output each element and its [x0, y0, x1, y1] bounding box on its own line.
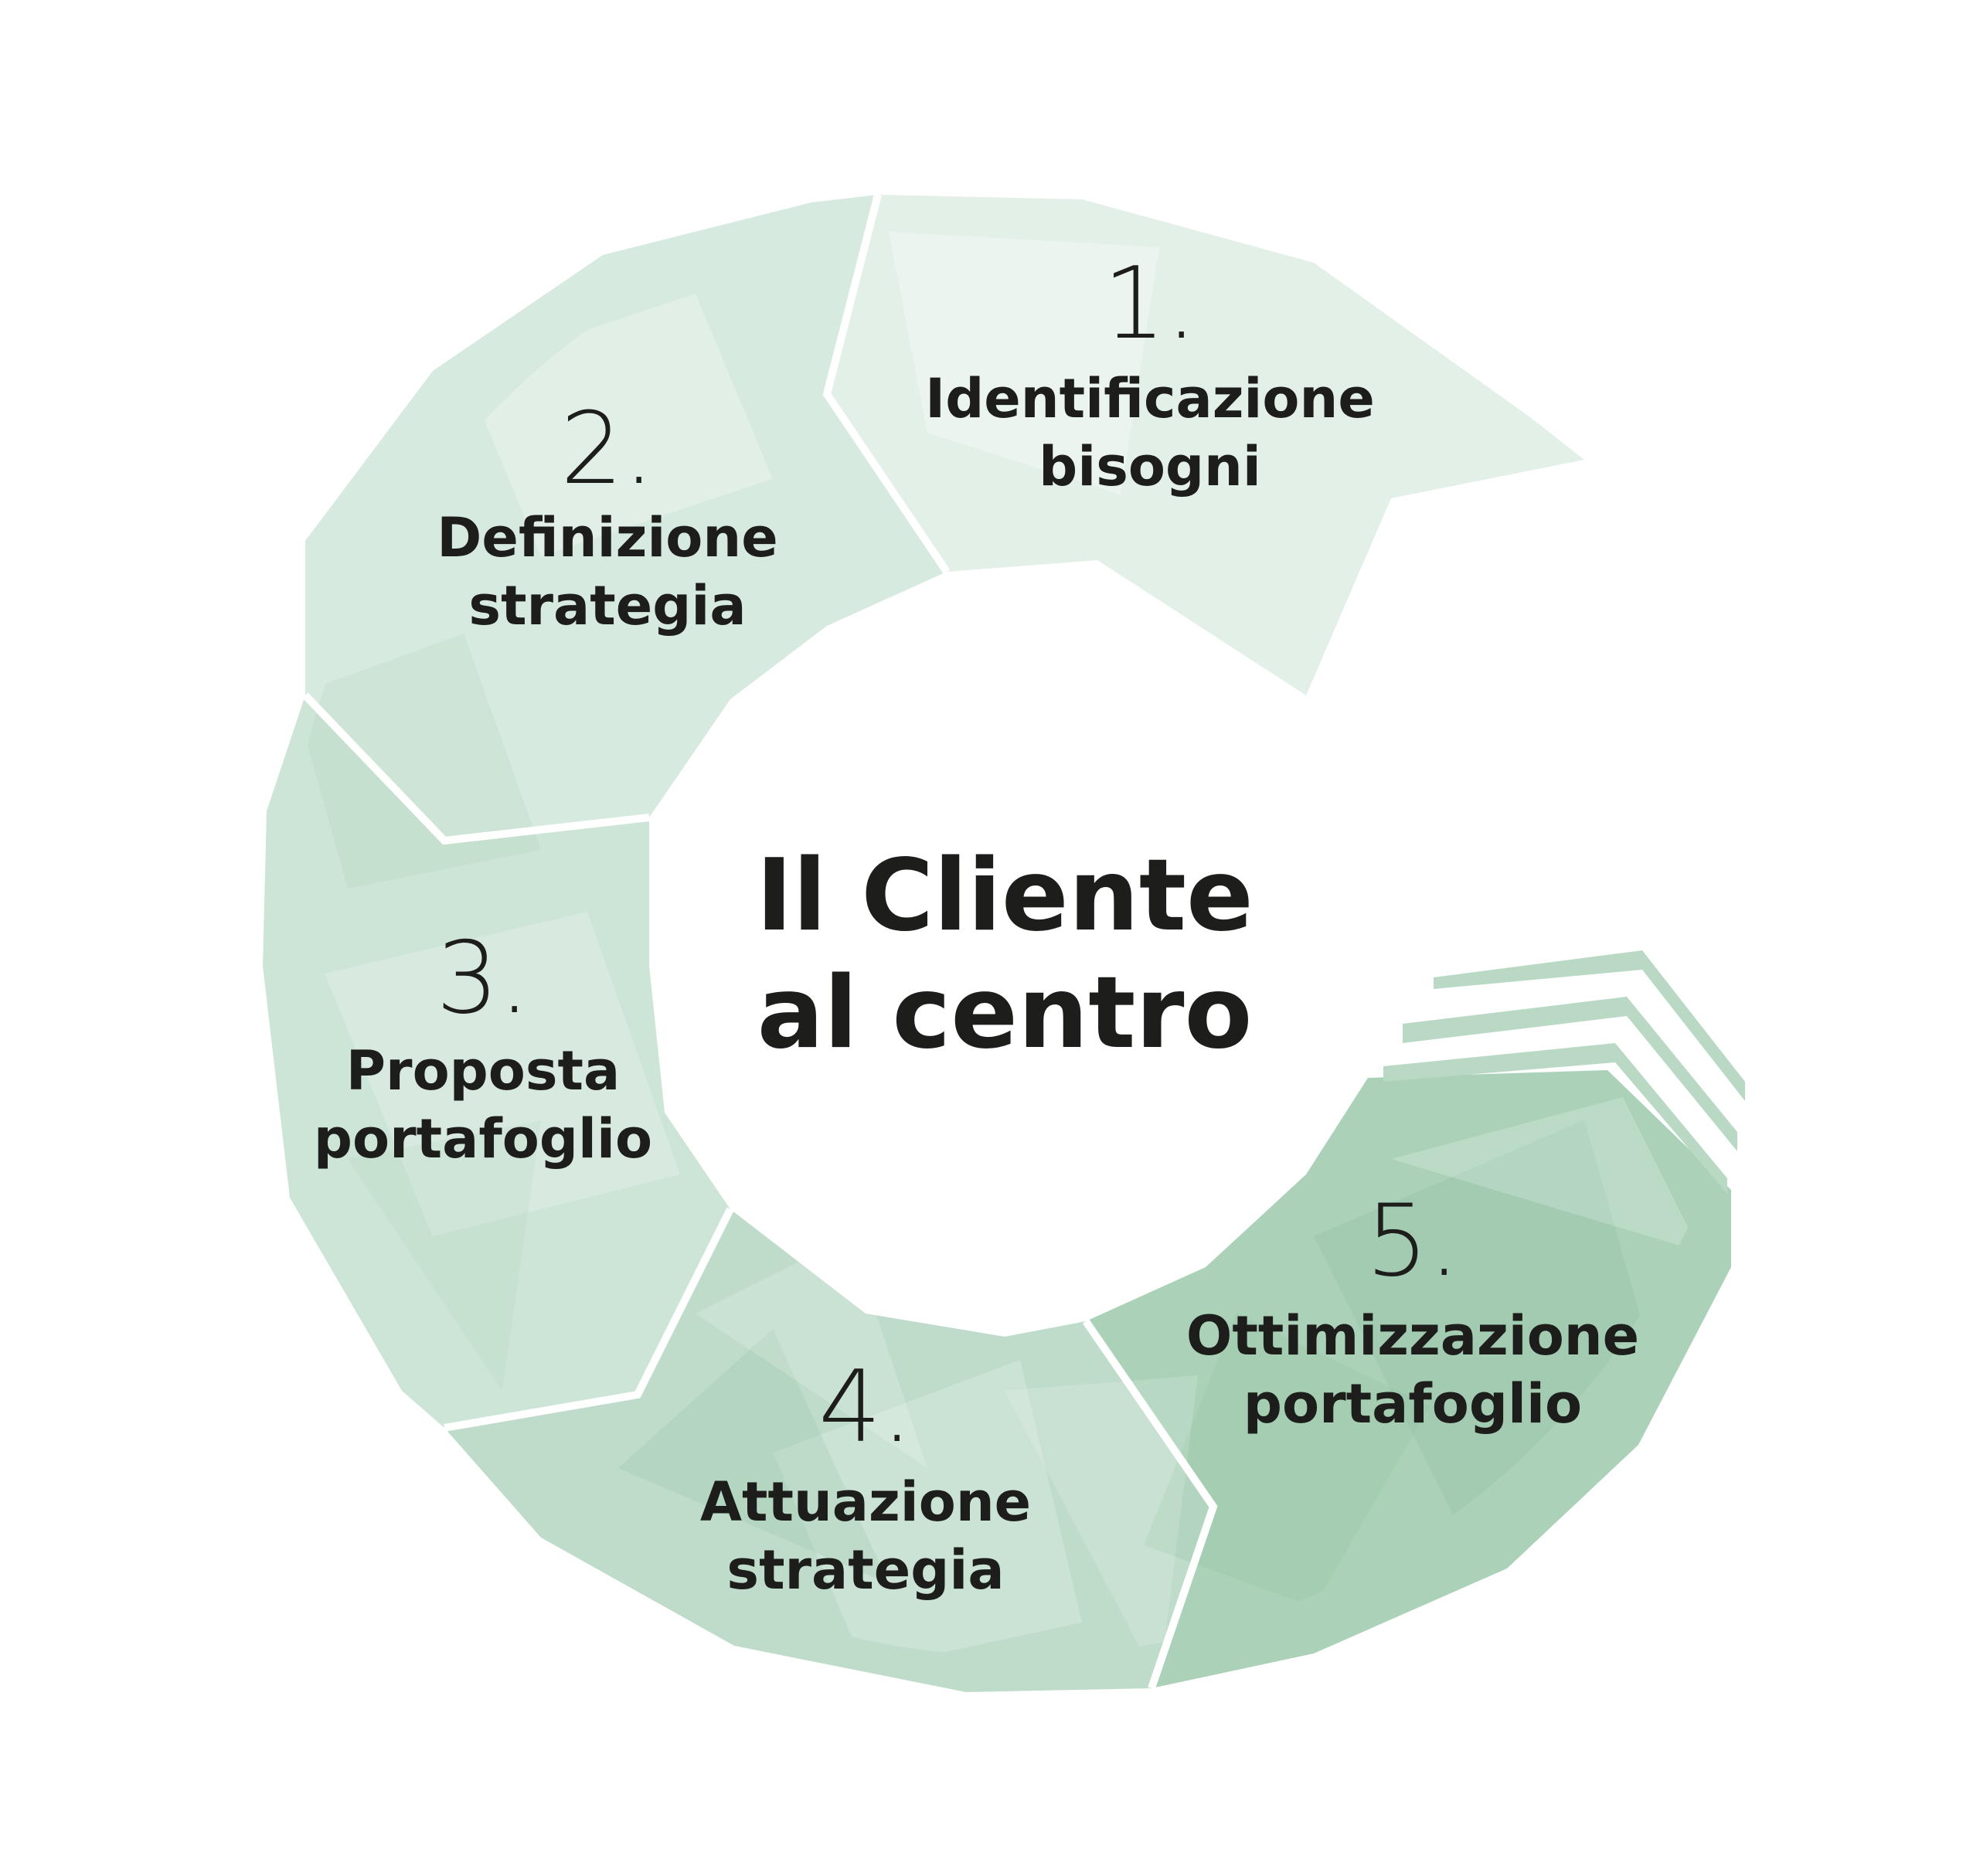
step-3-number: 3.	[436, 921, 530, 1036]
step-4-number: 4.	[818, 1350, 913, 1465]
step-1-number: 1.	[1103, 246, 1197, 362]
step-3: 3. Proposta portafoglio	[314, 921, 652, 1171]
stripe-1	[1434, 950, 1745, 1101]
step-2-label-line2: strategia	[468, 574, 746, 637]
center-title: Il Cliente al centro	[756, 838, 1254, 1071]
step-5: 5. Ottimizzazione portafoglio	[1186, 1184, 1639, 1436]
step-2-label-line1: Definizione	[437, 506, 777, 569]
step-3-label-line1: Proposta	[346, 1039, 620, 1103]
center-title-line2: al centro	[757, 956, 1253, 1071]
stripe-2	[1403, 997, 1737, 1151]
segment-3-shape	[263, 695, 730, 1428]
separator-4-5	[1082, 1319, 1218, 1690]
arrow-tip-stripes	[1383, 950, 1745, 1194]
segment-4-shape	[444, 1209, 1213, 1692]
step-1: 1. Identificazione bisogni	[925, 246, 1375, 498]
step-5-number: 5.	[1366, 1184, 1460, 1299]
step-4-label-line1: Attuazione	[700, 1470, 1031, 1534]
segment-separators	[302, 193, 1218, 1690]
step-3-label-line2: portafoglio	[314, 1107, 652, 1171]
step-4: 4. Attuazione strategia	[700, 1350, 1031, 1602]
separator-1-2	[822, 193, 951, 574]
step-5-label-line1: Ottimizzazione	[1186, 1304, 1639, 1368]
stripe-3	[1383, 1043, 1727, 1194]
step-2: 2. Definizione strategia	[437, 392, 777, 637]
step-1-label-line2: bisogni	[1039, 435, 1261, 498]
step-4-label-line2: strategia	[726, 1538, 1004, 1602]
center-title-line1: Il Cliente	[756, 838, 1254, 953]
separator-2-3	[302, 692, 650, 845]
ring-segments	[263, 195, 1731, 1692]
step-1-label-line1: Identificazione	[925, 367, 1375, 430]
segment-5-shape	[1086, 1070, 1731, 1688]
step-5-label-line2: portafoglio	[1243, 1372, 1582, 1436]
segment-1-shape	[827, 195, 1584, 695]
segment-2-shape	[305, 195, 947, 841]
separator-3-4	[444, 1207, 734, 1432]
step-2-number: 2.	[560, 392, 655, 507]
